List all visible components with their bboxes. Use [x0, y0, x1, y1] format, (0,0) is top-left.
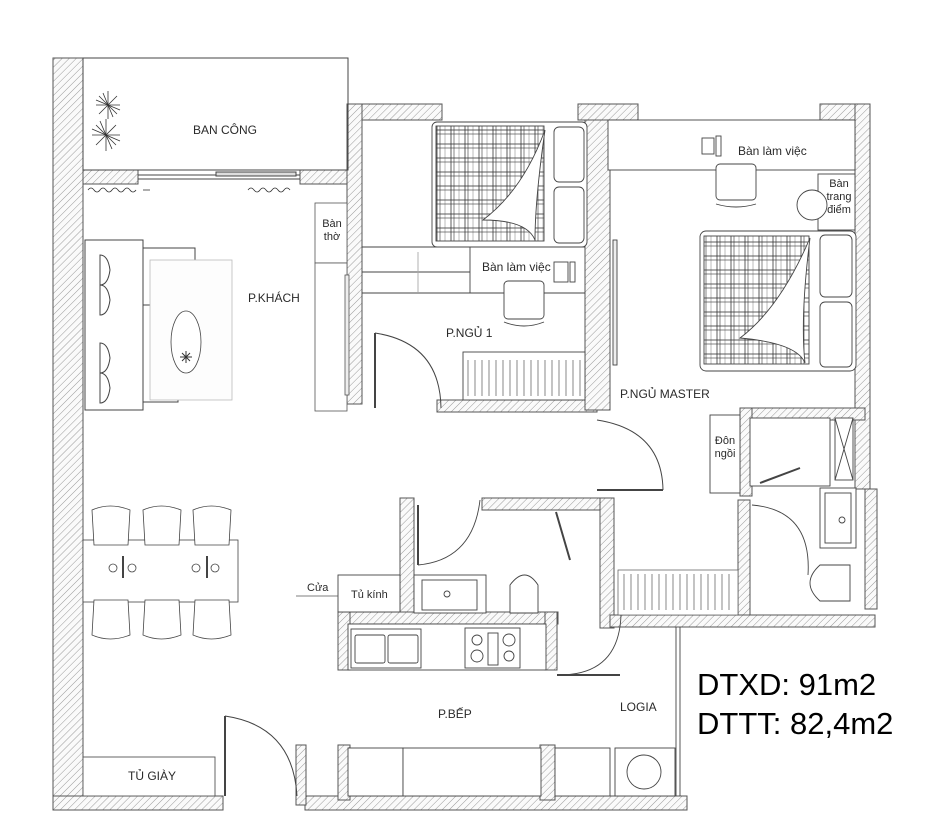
label-stool: Đôn ngồi [710, 435, 740, 461]
kitchen-counter [347, 623, 547, 671]
label-vanity: Bàn trang điểm [822, 178, 856, 218]
door-swing-master [596, 419, 664, 491]
label-desk-bedroom-1: Bàn làm việc [482, 260, 551, 274]
label-shoe-cabinet: TỦ GIÀY [128, 769, 177, 783]
label-altar-line1: Bàn [322, 218, 342, 230]
balcony [82, 57, 349, 180]
label-vanity-line3: điểm [827, 204, 851, 217]
room-label-master-bedroom: P.NGỦ MASTER [620, 387, 710, 401]
room-label-living-room: P.KHÁCH [248, 291, 300, 305]
label-stool-line2: ngồi [714, 448, 736, 461]
master-bathroom [749, 417, 857, 602]
coffee-table [170, 310, 202, 374]
label-glass-cabinet: Tủ kính [351, 589, 388, 601]
label-vanity-line2: trang [826, 191, 852, 204]
room-label-bedroom-1: P.NGỦ 1 [446, 326, 493, 340]
shoe-cabinet [82, 756, 216, 797]
common-wc [413, 499, 571, 614]
dining-set [82, 505, 239, 640]
curtain-icon [87, 187, 291, 193]
altar-cabinet [314, 202, 350, 412]
door-swing-bedroom-1 [374, 332, 442, 409]
construction-area-text: DTXD: 91m2 [697, 667, 877, 702]
label-vanity-line1: Bàn [829, 178, 849, 190]
label-altar-table: Bàn thờ [318, 218, 346, 244]
flower-icon [180, 351, 192, 363]
usable-area-text: DTTT: 82,4m2 [697, 705, 894, 741]
radiator-master [617, 569, 739, 616]
label-desk-master: Bàn làm việc [738, 144, 807, 158]
room-label-balcony: BAN CÔNG [193, 123, 258, 137]
loggia [554, 614, 681, 797]
door-swing-entrance [224, 715, 298, 797]
label-door-pointer: Cửa [307, 582, 329, 594]
label-stool-line1: Đôn [714, 435, 736, 447]
room-label-kitchen: P.BẾP [438, 707, 472, 721]
bedroom-1-furniture [362, 121, 588, 401]
radiator-bedroom-1 [467, 360, 581, 396]
kitchen-cabinets [347, 747, 542, 797]
glass-cabinet [337, 574, 401, 613]
master-bedroom-furniture [607, 119, 857, 494]
plant-icon [91, 91, 121, 151]
walls [52, 57, 878, 811]
area-summary: DTXD: 91m2 DTTT: 82,4m2 [697, 666, 893, 744]
room-label-loggia: LOGIA [620, 700, 657, 714]
label-altar-line2: thờ [323, 231, 341, 244]
